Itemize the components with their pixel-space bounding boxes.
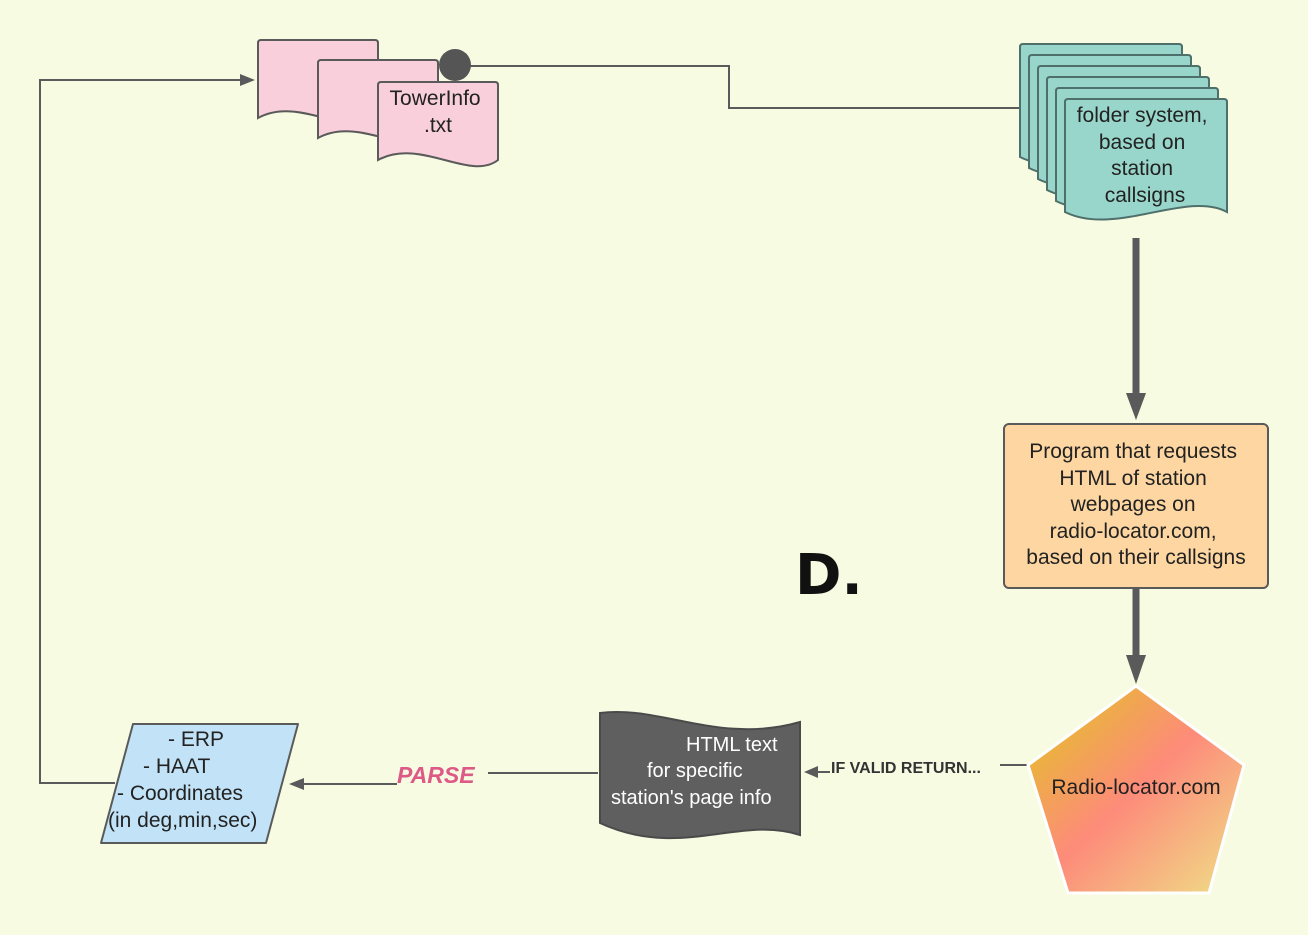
edge-program-to-site bbox=[1126, 588, 1146, 684]
folder-page bbox=[1064, 98, 1228, 221]
folder-line-1: folder system, bbox=[1077, 104, 1208, 127]
folder-line-4: callsigns bbox=[1105, 184, 1186, 207]
edge-output-to-tower bbox=[39, 74, 255, 784]
program-line-5: based on their callsigns bbox=[1026, 546, 1245, 569]
folder-line-3: station bbox=[1111, 157, 1173, 180]
edge-html-to-output bbox=[289, 772, 598, 790]
program-line-3: webpages on bbox=[1070, 493, 1196, 516]
edge-label-if-valid: IF VALID RETURN... bbox=[831, 760, 981, 777]
tower-info-document: TowerInfo .txt bbox=[257, 39, 499, 168]
folder-line-2: based on bbox=[1099, 131, 1185, 154]
html-line-2: for specific bbox=[647, 760, 743, 782]
svg-text:TowerInfo .txt: TowerInfo .txt bbox=[390, 87, 487, 137]
program-line-2: HTML of station bbox=[1059, 467, 1206, 490]
output-line-3: - Coordinates bbox=[117, 782, 243, 805]
program-line-4: radio-locator.com, bbox=[1050, 520, 1217, 543]
folder-system-document: folder system, based on station callsign… bbox=[1019, 43, 1228, 221]
svg-text:folder system, based on: folder system, based on station callsign… bbox=[1077, 104, 1214, 207]
html-line-1: HTML text bbox=[686, 734, 778, 756]
svg-text:- ERP - HAAT - Coo: - ERP - HAAT - Coordinates (in deg,min,s… bbox=[108, 728, 257, 832]
output-line-1: - ERP bbox=[168, 728, 224, 751]
program-box: Program that requests HTML of station we… bbox=[1003, 423, 1269, 589]
edge-site-to-html bbox=[804, 764, 1027, 778]
tower-doc-line-2: .txt bbox=[424, 114, 452, 137]
output-data-box: - ERP - HAAT - Coordinates (in deg,min,s… bbox=[100, 723, 299, 844]
edge-folder-to-program bbox=[1126, 238, 1146, 420]
output-line-2: - HAAT bbox=[143, 755, 210, 778]
output-line-4: (in deg,min,sec) bbox=[108, 809, 257, 832]
svg-text:HTML text for specific: HTML text for specific station's page in… bbox=[611, 734, 783, 809]
site-label: Radio-locator.com bbox=[1051, 776, 1220, 799]
program-line-1: Program that requests bbox=[1029, 440, 1237, 463]
connector-dot bbox=[439, 49, 471, 81]
tower-doc-line-1: TowerInfo bbox=[390, 87, 481, 110]
radio-locator-site: Radio-locator.com bbox=[1026, 684, 1246, 895]
edge-label-parse: PARSE bbox=[397, 762, 475, 788]
html-line-3: station's page info bbox=[611, 787, 772, 809]
edge-tower-to-folder bbox=[469, 65, 1020, 109]
html-text-document: HTML text for specific station's page in… bbox=[599, 711, 801, 840]
svg-text:Program that requests H: Program that requests HTML of station we… bbox=[1026, 440, 1245, 569]
section-letter: D. bbox=[795, 543, 863, 608]
